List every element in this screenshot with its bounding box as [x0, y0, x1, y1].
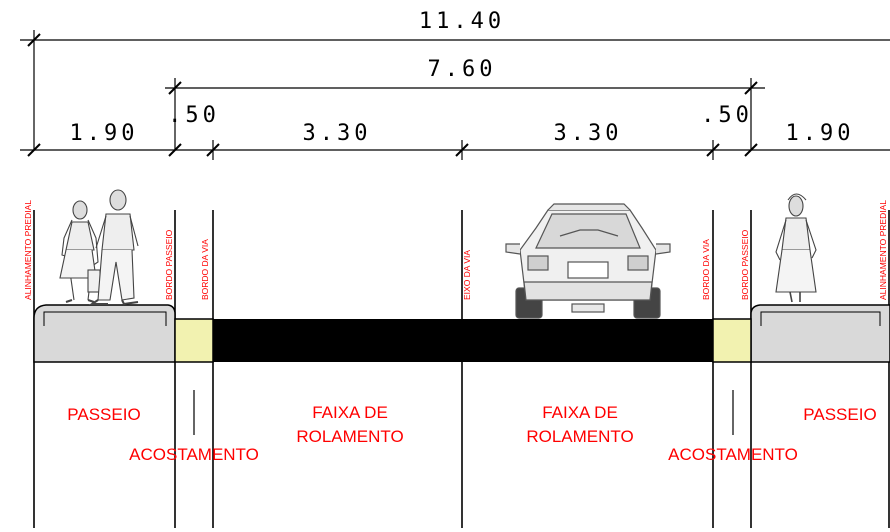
label-bordo-via-right: BORDO DA VIA	[701, 239, 711, 300]
reference-lines	[33, 210, 890, 528]
dimension-lines	[20, 30, 890, 160]
sidewalk-right	[750, 304, 890, 363]
shoulder-right	[712, 318, 752, 363]
label-passeio-left: PASSEIO	[67, 405, 140, 424]
dim-sidewalk-left: 1.90	[70, 121, 139, 146]
label-faixa-left-line2: ROLAMENTO	[296, 427, 403, 446]
label-alinhamento-left: ALINHAMENTO PREDIAL	[23, 200, 33, 300]
label-bordo-passeio-right: BORDO PASSEIO	[740, 229, 750, 300]
dim-shoulder-left: .50	[168, 103, 220, 128]
dim-carriageway: 7.60	[428, 57, 497, 82]
dim-sidewalk-right: 1.90	[786, 121, 855, 146]
label-bordo-via-left: BORDO DA VIA	[200, 239, 210, 300]
label-faixa-right-line1: FAIXA DE	[542, 403, 618, 422]
dim-lane-right: 3.30	[554, 121, 623, 146]
dim-shoulder-right: .50	[701, 103, 753, 128]
dim-lane-left: 3.30	[303, 121, 372, 146]
pedestrians-left-icon	[59, 189, 139, 306]
label-bordo-passeio-left: BORDO PASSEIO	[164, 229, 174, 300]
label-faixa-right-line2: ROLAMENTO	[526, 427, 633, 446]
car-rear-view-icon	[505, 203, 671, 319]
label-faixa-left-line1: FAIXA DE	[312, 403, 388, 422]
label-acostamento-right: ACOSTAMENTO	[668, 445, 798, 464]
label-eixo-via: EIXO DA VIA	[462, 250, 472, 300]
label-alinhamento-right: ALINHAMENTO PREDIAL	[878, 200, 888, 300]
asphalt-lanes	[213, 319, 713, 362]
sidewalk-right-curb	[760, 311, 881, 326]
pedestrian-right-icon	[775, 193, 817, 303]
label-acostamento-left: ACOSTAMENTO	[129, 445, 259, 464]
sidewalk-left-curb	[43, 311, 167, 326]
label-passeio-right: PASSEIO	[803, 405, 876, 424]
dim-total: 11.40	[419, 9, 505, 34]
sidewalk-left	[33, 304, 176, 363]
shoulder-left	[174, 318, 214, 363]
